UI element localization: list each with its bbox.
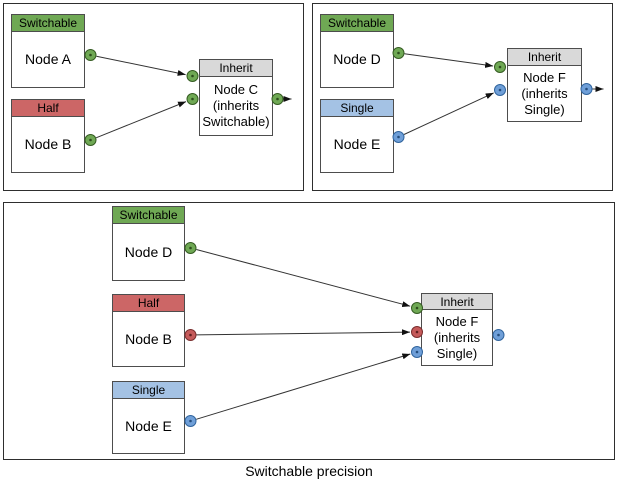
node-c: Inherit Node C (inherits Switchable) (199, 59, 273, 136)
node-e-top-label: Node E (333, 136, 381, 152)
node-f-top-label: Node F (inherits Single) (521, 69, 568, 117)
node-f-top-type-header: Inherit (508, 49, 581, 66)
node-a-label: Node A (25, 51, 71, 67)
node-b-type-header: Half (12, 100, 84, 117)
node-d-top-type-header: Switchable (321, 15, 393, 32)
node-f-bottom-label: Node F (inherits Single) (433, 313, 481, 361)
node-f-bottom: Inherit Node F (inherits Single) (421, 293, 493, 366)
node-e-bottom-label: Node E (125, 417, 172, 434)
node-b-bottom-type-header: Half (113, 295, 184, 312)
node-b-bottom-label: Node B (125, 330, 172, 347)
node-d-bottom: Switchable Node D (112, 206, 185, 281)
node-f-top: Inherit Node F (inherits Single) (507, 48, 582, 122)
node-c-label: Node C (inherits Switchable) (202, 82, 270, 129)
node-a: Switchable Node A (11, 14, 85, 88)
node-d-bottom-type-header: Switchable (113, 207, 184, 224)
node-c-type-header: Inherit (200, 60, 272, 77)
node-d-top-label: Node D (333, 51, 381, 67)
node-b: Half Node B (11, 99, 85, 173)
node-d-top: Switchable Node D (320, 14, 394, 88)
node-b-bottom: Half Node B (112, 294, 185, 367)
node-e-top-type-header: Single (321, 100, 393, 117)
node-f-bottom-type-header: Inherit (422, 294, 492, 310)
panel-bottom (3, 202, 615, 460)
node-e-bottom: Single Node E (112, 381, 185, 454)
node-a-type-header: Switchable (12, 15, 84, 32)
node-e-bottom-type-header: Single (113, 382, 184, 399)
node-d-bottom-label: Node D (124, 243, 173, 260)
node-e-top: Single Node E (320, 99, 394, 173)
node-b-label: Node B (24, 136, 72, 152)
diagram-caption: Switchable precision (245, 463, 373, 479)
